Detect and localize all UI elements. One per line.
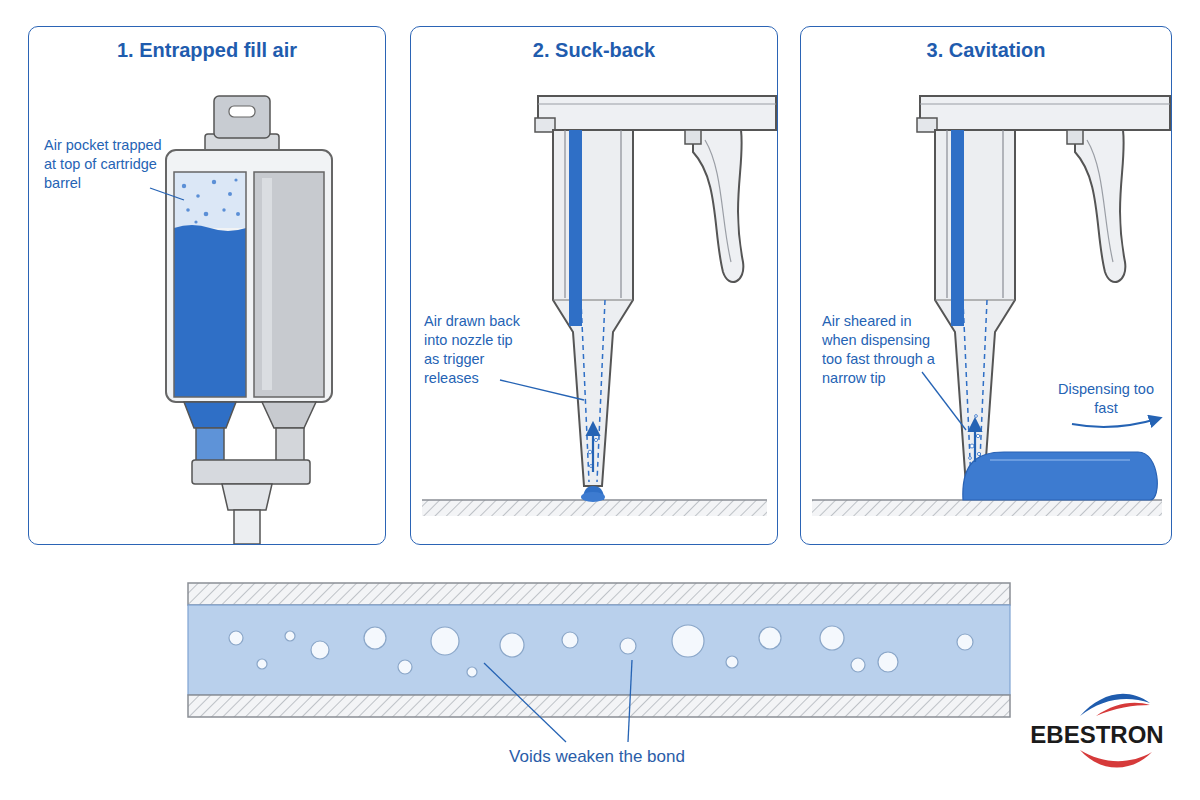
caption-note: Voids weaken the bond: [437, 746, 757, 768]
panel-box: 1. Entrapped fill air: [28, 26, 386, 545]
dispensing-gun: [422, 96, 776, 516]
logo-wordmark: EBESTRON: [1012, 719, 1182, 750]
panel-title: 3. Cavitation: [801, 39, 1171, 62]
callout-text: Air drawn back into nozzle tip as trigge…: [424, 312, 520, 387]
motion-label: Dispensing too fast: [1050, 380, 1162, 418]
dispensing-gun: [812, 96, 1170, 516]
callout-text: Air pocket trapped at top of cartridge b…: [44, 136, 162, 193]
panel-box: 2. Suck-back: [410, 26, 778, 545]
panel-title: 2. Suck-back: [411, 39, 777, 62]
bond-cross-section: [188, 583, 1010, 742]
panel-title: 1. Entrapped fill air: [29, 39, 385, 62]
cartridge-illustration: [150, 96, 332, 544]
panel-box: 3. Cavitation: [800, 26, 1172, 545]
callout-text: Air sheared in when dispensing too fast …: [822, 312, 946, 387]
